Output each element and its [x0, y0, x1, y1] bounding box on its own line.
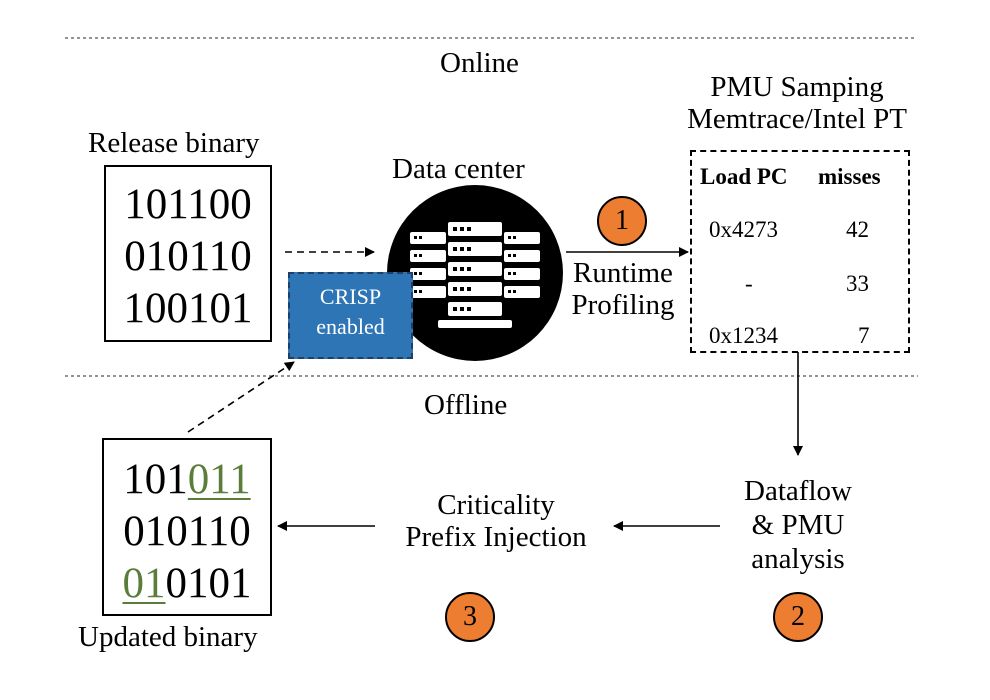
updated-binary-box: 101011 010110 010101: [102, 438, 272, 616]
step-2-badge: 2: [773, 592, 823, 642]
runtime-profiling-label: Runtime Profiling: [558, 257, 688, 322]
pmu-analysis-label: & PMU: [751, 509, 845, 542]
updated-binary-plain: 101: [123, 456, 188, 503]
column-header-misses: misses: [818, 164, 881, 189]
table-cell-pc: 0x4273: [709, 217, 778, 242]
pmu-title: PMU Samping Memtrace/Intel PT: [652, 71, 942, 136]
table-cell-misses: 42: [846, 217, 869, 242]
updated-binary-plain: 0101: [165, 560, 252, 607]
prefix-injection-label: Criticality Prefix Injection: [378, 489, 614, 554]
updated-binary-line: 101011: [104, 454, 270, 506]
release-binary-line: 101100: [124, 181, 252, 228]
updated-binary-line: 010110: [123, 508, 251, 555]
injected-prefix: 011: [187, 456, 251, 503]
release-binary-line: 100101: [123, 285, 253, 332]
table-cell-misses: 33: [846, 271, 869, 296]
dataflow-analysis-label: Dataflow & PMU analysis: [720, 474, 876, 577]
table-cell-pc: -: [745, 271, 753, 296]
crisp-label: CRISP: [319, 284, 382, 309]
release-binary-title: Release binary: [88, 127, 260, 159]
dataflow-label: Dataflow: [744, 475, 852, 507]
updated-binary-title: Updated binary: [78, 621, 258, 653]
prefix-injection-text: Prefix Injection: [405, 520, 587, 553]
step-1-badge: 1: [597, 196, 647, 246]
updated-binary-line: 010101: [104, 558, 270, 610]
criticality-label: Criticality: [437, 489, 555, 521]
pmu-table: [690, 150, 910, 353]
injected-prefix: 01: [122, 560, 166, 607]
release-binary-box: 101100 010110 100101: [104, 165, 272, 342]
redeploy-arrow: [187, 361, 295, 433]
server-icon: [387, 185, 563, 361]
analysis-label: analysis: [751, 543, 845, 576]
profiling-label: Profiling: [571, 288, 675, 321]
column-header-load-pc: Load PC: [700, 164, 788, 189]
table-cell-misses: 7: [858, 323, 870, 348]
pmu-title-line1: PMU Samping: [710, 71, 884, 103]
table-cell-pc: 0x1234: [709, 323, 778, 348]
crisp-enabled-box: CRISP enabled: [288, 272, 413, 359]
release-binary-line: 010110: [124, 233, 252, 280]
runtime-label: Runtime: [573, 257, 673, 289]
pmu-title-line2: Memtrace/Intel PT: [687, 102, 907, 135]
offline-label: Offline: [424, 389, 508, 421]
crisp-enabled-label: enabled: [316, 313, 385, 339]
step-3-badge: 3: [445, 592, 495, 642]
online-label: Online: [440, 47, 519, 79]
data-center-title: Data center: [392, 153, 525, 185]
